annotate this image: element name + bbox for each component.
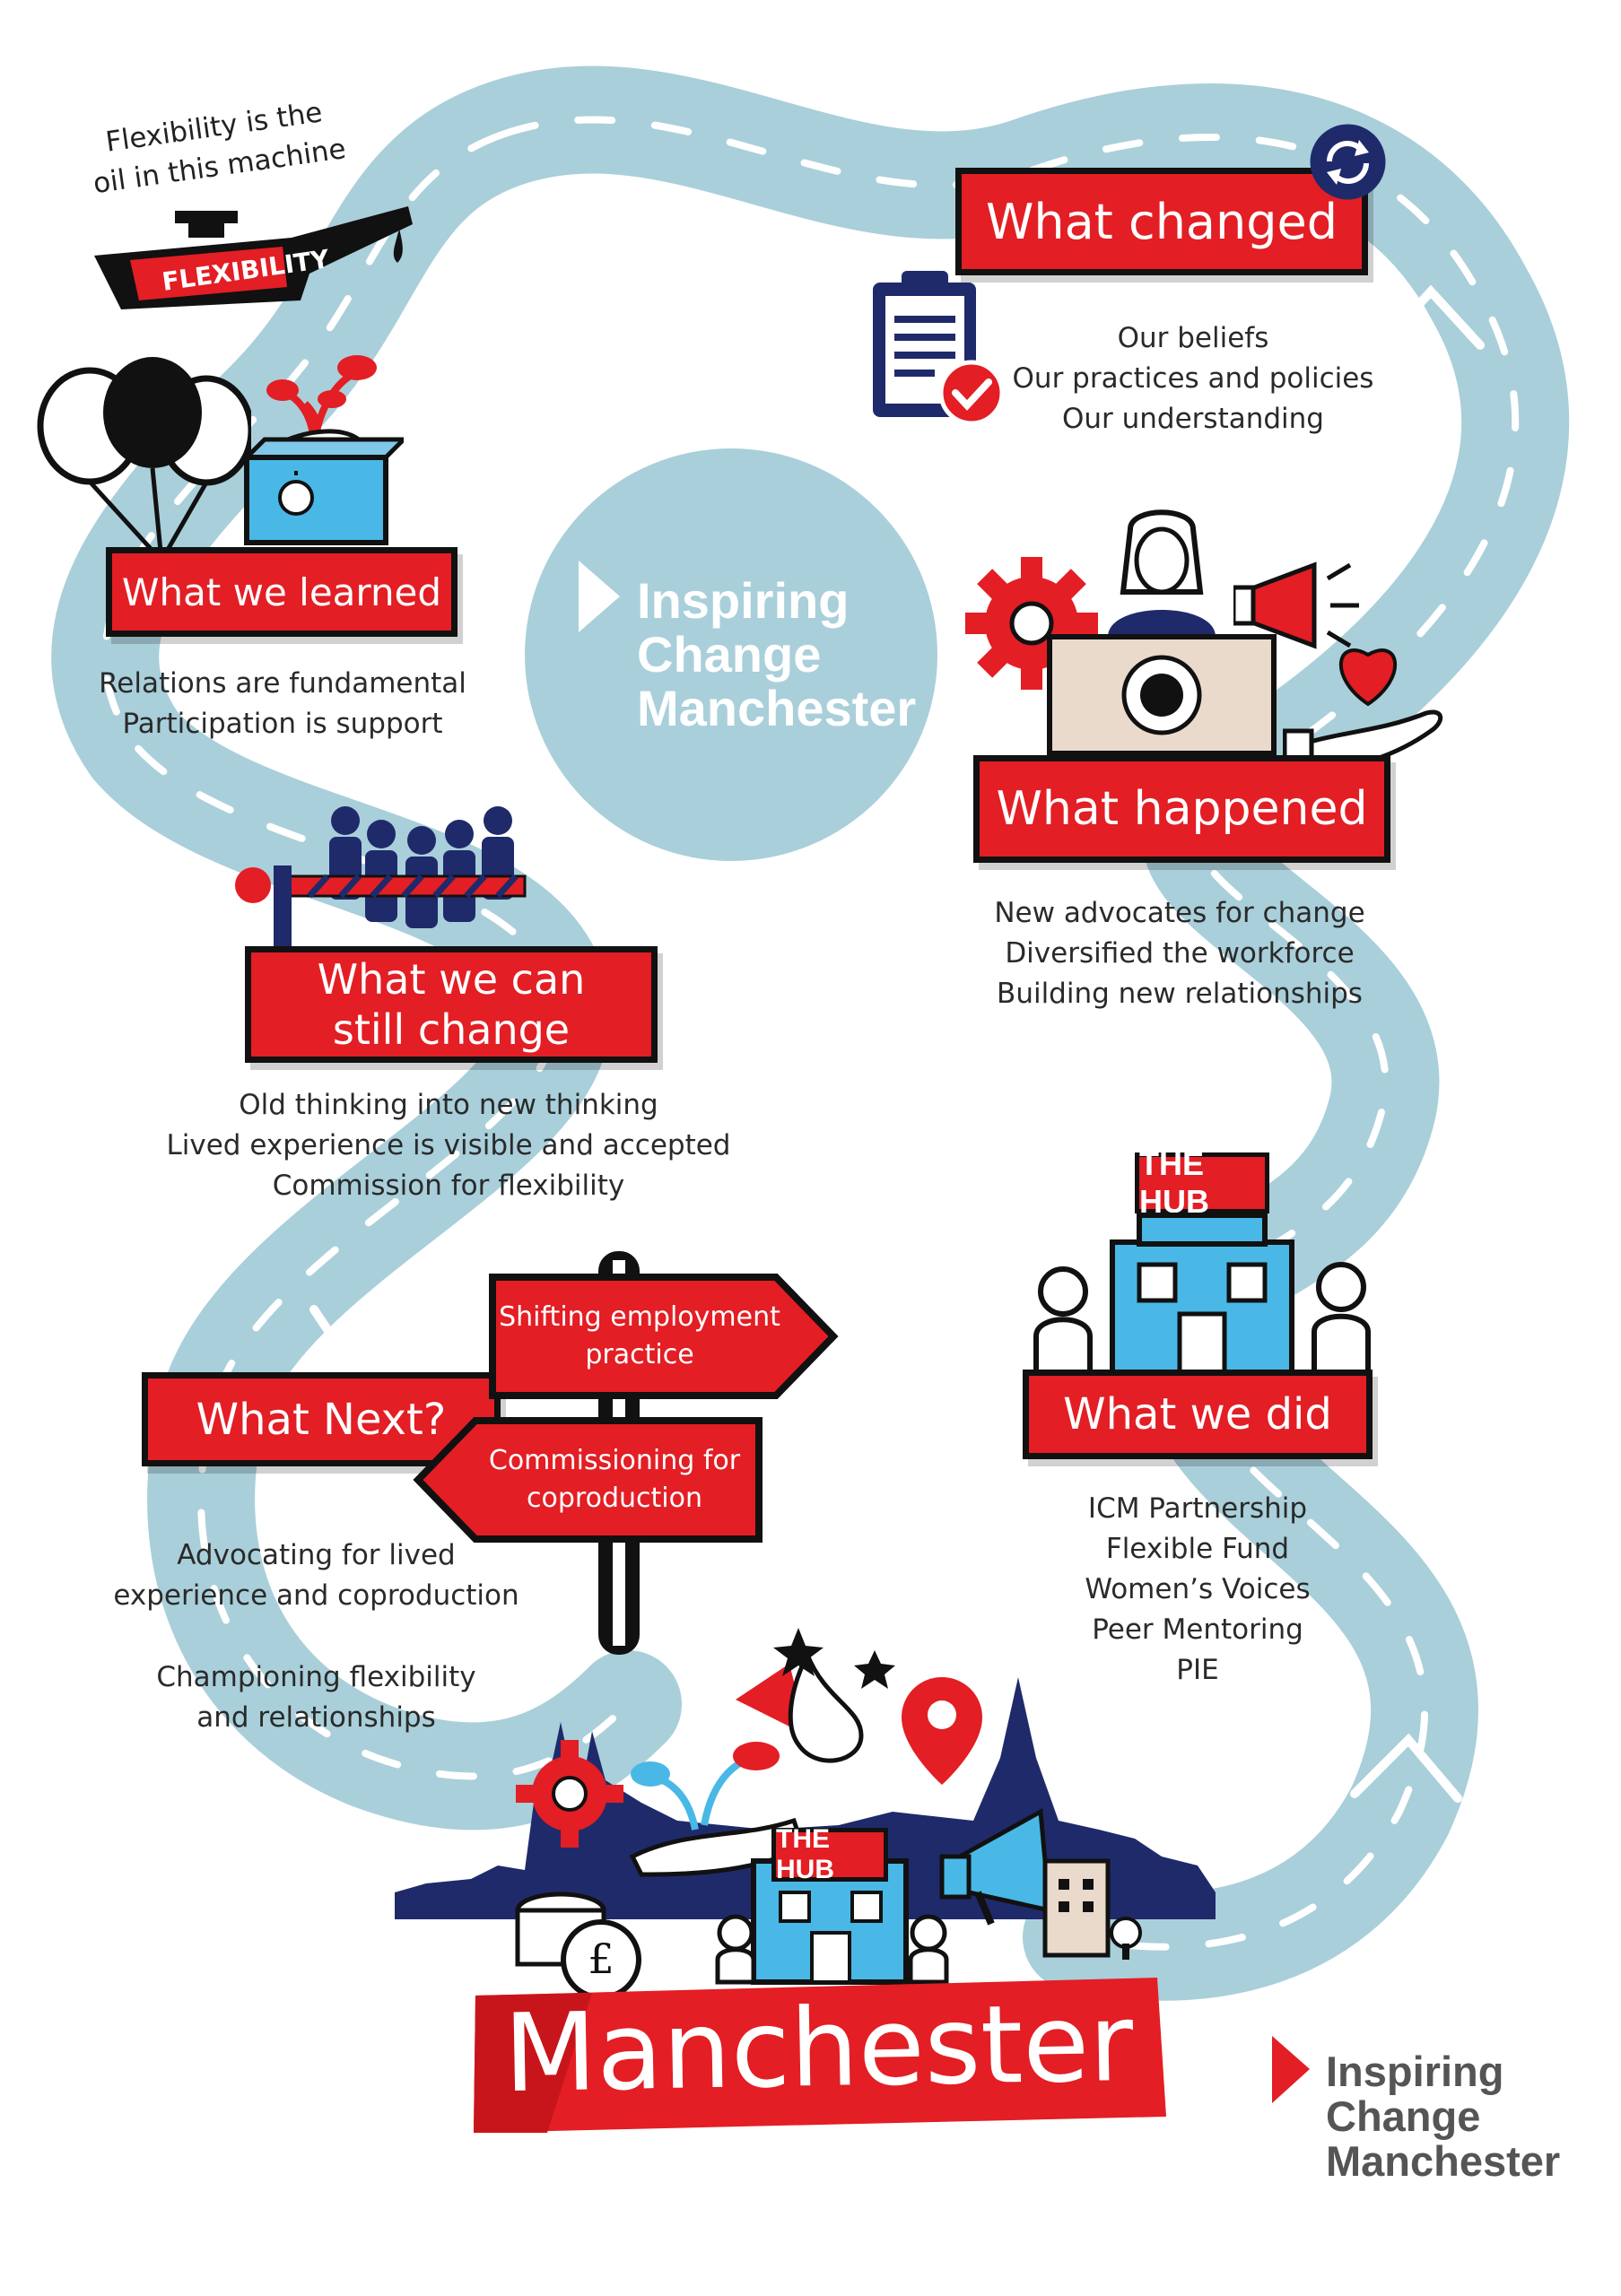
what-we-did-item: Peer Mentoring	[1092, 1613, 1303, 1646]
center-logo-text: Inspiring Change Manchester	[637, 574, 916, 735]
footer-logo-text: Inspiring Change Manchester	[1326, 2049, 1560, 2184]
what-can-change-banner: What we can still change	[245, 946, 658, 1063]
sign-arrow-left-shape	[413, 1417, 763, 1543]
footer-logo-line-1: Inspiring	[1326, 2048, 1504, 2095]
svg-text:£: £	[588, 1935, 614, 1983]
what-changed-item: Our practices and policies	[1012, 362, 1374, 395]
oil-can-icon	[94, 206, 413, 309]
city-skyline-icon: £	[395, 1628, 1216, 2000]
what-can-change-list: Old thinking into new thinking Lived exp…	[161, 1085, 736, 1206]
speaker-at-podium-icon	[1047, 509, 1277, 756]
center-line-1: Inspiring	[637, 572, 850, 629]
what-happened-banner: What happened	[973, 755, 1390, 863]
what-can-change-item: Commission for flexibility	[272, 1170, 625, 1202]
what-changed-list: Our beliefs Our practices and policies O…	[996, 318, 1390, 439]
logo-arrow-icon	[1272, 2036, 1310, 2103]
what-next-banner: What Next?	[142, 1372, 501, 1466]
what-we-did-banner: What we did	[1023, 1370, 1373, 1459]
what-next-title: What Next?	[196, 1394, 447, 1445]
what-learned-banner: What we learned	[106, 547, 458, 637]
what-next-list-1: Advocating for lived experience and copr…	[112, 1535, 520, 1616]
what-changed-banner: What changed	[955, 168, 1368, 275]
what-we-did-title: What we did	[1063, 1389, 1332, 1439]
what-we-did-item: ICM Partnership	[1087, 1492, 1308, 1525]
center-line-2: Change	[637, 626, 822, 683]
what-next-item: and relationships	[196, 1701, 436, 1734]
what-changed-item: Our understanding	[1061, 403, 1324, 435]
what-happened-list: New advocates for change Diversified the…	[982, 893, 1377, 1014]
what-happened-item: Building new relationships	[997, 978, 1363, 1010]
balloons-icon	[37, 357, 251, 562]
sign-commissioning: Commissioning for coproduction	[471, 1424, 758, 1535]
what-learned-item: Relations are fundamental	[99, 667, 466, 700]
what-changed-title: What changed	[985, 193, 1338, 250]
what-we-did-item: Flexible Fund	[1105, 1533, 1290, 1565]
play-arrow-icon	[579, 561, 620, 632]
city-hub-sign-label: THE HUB	[776, 1824, 834, 1884]
gear-icon	[965, 557, 1098, 690]
what-learned-title: What we learned	[121, 570, 442, 614]
what-next-item: experience and coproduction	[113, 1579, 519, 1612]
footer-logo-line-3: Manchester	[1326, 2137, 1561, 2185]
center-circle	[525, 448, 937, 861]
what-we-did-item: Women’s Voices	[1085, 1573, 1311, 1605]
manchester-banner-shape	[474, 1978, 1166, 2133]
hub-building-icon	[1033, 1213, 1371, 1377]
sign-arrow-right-shape	[489, 1274, 839, 1399]
what-next-list-2: Championing flexibility and relationship…	[112, 1657, 520, 1738]
center-line-3: Manchester	[637, 680, 917, 736]
clipboard-check-icon	[873, 271, 1005, 426]
sign2-line-2: coproduction	[527, 1483, 702, 1514]
what-can-change-title-line-1: What we can	[317, 955, 586, 1004]
megaphone-icon	[1233, 561, 1359, 649]
sign1-line-1: Shifting employment	[499, 1301, 780, 1333]
what-can-change-title-line-2: still change	[332, 1005, 571, 1054]
what-can-change-item: Lived experience is visible and accepted	[166, 1129, 731, 1161]
what-learned-item: Participation is support	[122, 708, 443, 740]
city-hub-sign: THE HUB	[771, 1824, 888, 1884]
sign-shifting-employment: Shifting employment practice	[496, 1281, 783, 1392]
what-happened-title: What happened	[996, 782, 1368, 836]
what-happened-item: New advocates for change	[994, 897, 1365, 929]
what-we-did-item: PIE	[1176, 1654, 1219, 1686]
footer-logo-line-2: Change	[1326, 2092, 1481, 2140]
idea-box-icon	[240, 355, 404, 545]
what-next-item: Championing flexibility	[156, 1661, 476, 1693]
manchester-title: Manchester	[502, 1980, 1135, 2118]
what-can-change-item: Old thinking into new thinking	[239, 1089, 658, 1121]
sign2-line-1: Commissioning for	[488, 1445, 741, 1476]
crowd-behind-barrier-icon	[235, 806, 527, 987]
sign1-line-2: practice	[585, 1339, 694, 1370]
what-happened-item: Diversified the workforce	[1005, 937, 1355, 970]
hub-sign: THE HUB	[1135, 1145, 1269, 1220]
hub-sign-label: THE HUB	[1139, 1145, 1209, 1220]
what-changed-item: Our beliefs	[1117, 322, 1269, 354]
what-next-item: Advocating for lived	[177, 1539, 456, 1571]
refresh-icon	[1310, 124, 1386, 200]
what-learned-list: Relations are fundamental Participation …	[81, 664, 484, 744]
what-we-did-list: ICM Partnership Flexible Fund Women’s Vo…	[1023, 1489, 1373, 1691]
